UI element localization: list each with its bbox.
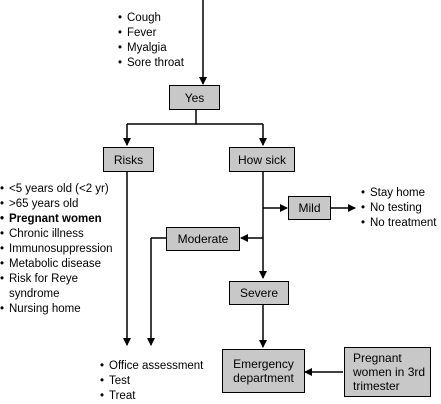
risk-factor-item-highlight: Pregnant women	[0, 212, 113, 227]
moderate-node: Moderate	[166, 227, 240, 251]
pregnant-women-node: Pregnant women in 3rd trimester	[344, 347, 431, 397]
severe-node: Severe	[229, 281, 289, 305]
mild-action-item: No testing	[361, 201, 436, 216]
outpatient-actions-list: Office assessment Test Treat	[100, 359, 203, 404]
mild-actions-list: Stay home No testing No treatment	[361, 186, 436, 231]
symptom-item: Sore throat	[118, 56, 184, 71]
symptom-item: Fever	[118, 26, 184, 41]
risk-factor-item: Risk for Reye	[0, 272, 113, 287]
risk-factor-item: Chronic illness	[0, 227, 113, 242]
symptoms-list: Cough Fever Myalgia Sore throat	[118, 11, 184, 71]
pregnant-label-line1: Pregnant	[353, 351, 402, 365]
emergency-department-node: Emergency department	[222, 349, 305, 393]
outpatient-action-item: Test	[100, 374, 203, 389]
risk-factor-item: Metabolic disease	[0, 257, 113, 272]
pregnant-label-line3: trimester	[353, 379, 400, 393]
risk-factor-item: >65 years old	[0, 197, 113, 212]
how-sick-node: How sick	[229, 147, 295, 172]
risk-factor-item: Immunosuppression	[0, 242, 113, 257]
how-sick-label: How sick	[237, 152, 286, 167]
pregnant-label-line2: women in 3rd	[353, 365, 426, 379]
risk-factors-list: <5 years old (<2 yr) >65 years old Pregn…	[0, 182, 113, 317]
risks-label: Risks	[113, 152, 144, 167]
moderate-label: Moderate	[177, 232, 229, 246]
risk-factor-item: Nursing home	[0, 302, 113, 317]
emergency-label-line2: department	[233, 371, 294, 385]
risk-factor-item: <5 years old (<2 yr)	[0, 182, 113, 197]
outpatient-action-item: Treat	[100, 389, 203, 404]
mild-action-item: Stay home	[361, 186, 436, 201]
emergency-label-line1: Emergency	[233, 357, 294, 371]
outpatient-action-item: Office assessment	[100, 359, 203, 374]
symptom-item: Cough	[118, 11, 184, 26]
mild-node: Mild	[288, 196, 331, 220]
symptom-item: Myalgia	[118, 41, 184, 56]
mild-action-item: No treatment	[361, 216, 436, 231]
risks-node: Risks	[103, 147, 154, 172]
yes-node: Yes	[169, 85, 220, 110]
yes-label: Yes	[184, 90, 205, 105]
mild-label: Mild	[298, 201, 321, 215]
risk-factor-item-continuation: syndrome	[9, 288, 60, 300]
severe-label: Severe	[239, 286, 279, 300]
